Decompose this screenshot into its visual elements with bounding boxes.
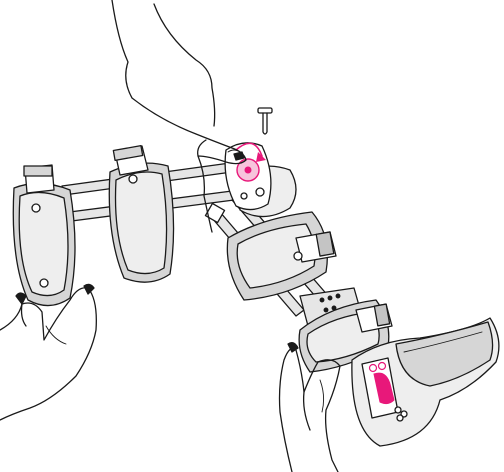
- pin-icon: [257, 107, 273, 135]
- foot-strap: [395, 321, 494, 387]
- middle-cuff-strap-tab: [112, 144, 144, 162]
- left-supporting-hand: [0, 283, 97, 421]
- left-cuff-rivet-bottom: [39, 278, 49, 288]
- left-thigh-cuff: [12, 164, 76, 307]
- shin-cuff-strap-tab: [315, 231, 335, 257]
- left-cuff-rivet-top: [31, 203, 41, 213]
- ankle-cuff-strap-tab: [373, 303, 391, 327]
- middle-cuff-rivet: [128, 174, 138, 184]
- knee-hinge-clip: [204, 202, 226, 224]
- latch-icon: [373, 372, 395, 405]
- pointing-hand-icon: [111, 0, 247, 233]
- middle-thigh-cuff: [108, 144, 175, 283]
- shin-brace: [204, 142, 500, 447]
- left-cuff-strap-tab: [23, 165, 53, 177]
- right-supporting-hand: [278, 342, 341, 472]
- rotation-arrow-icon: [235, 142, 266, 162]
- shin-cuff-rivet: [293, 251, 303, 261]
